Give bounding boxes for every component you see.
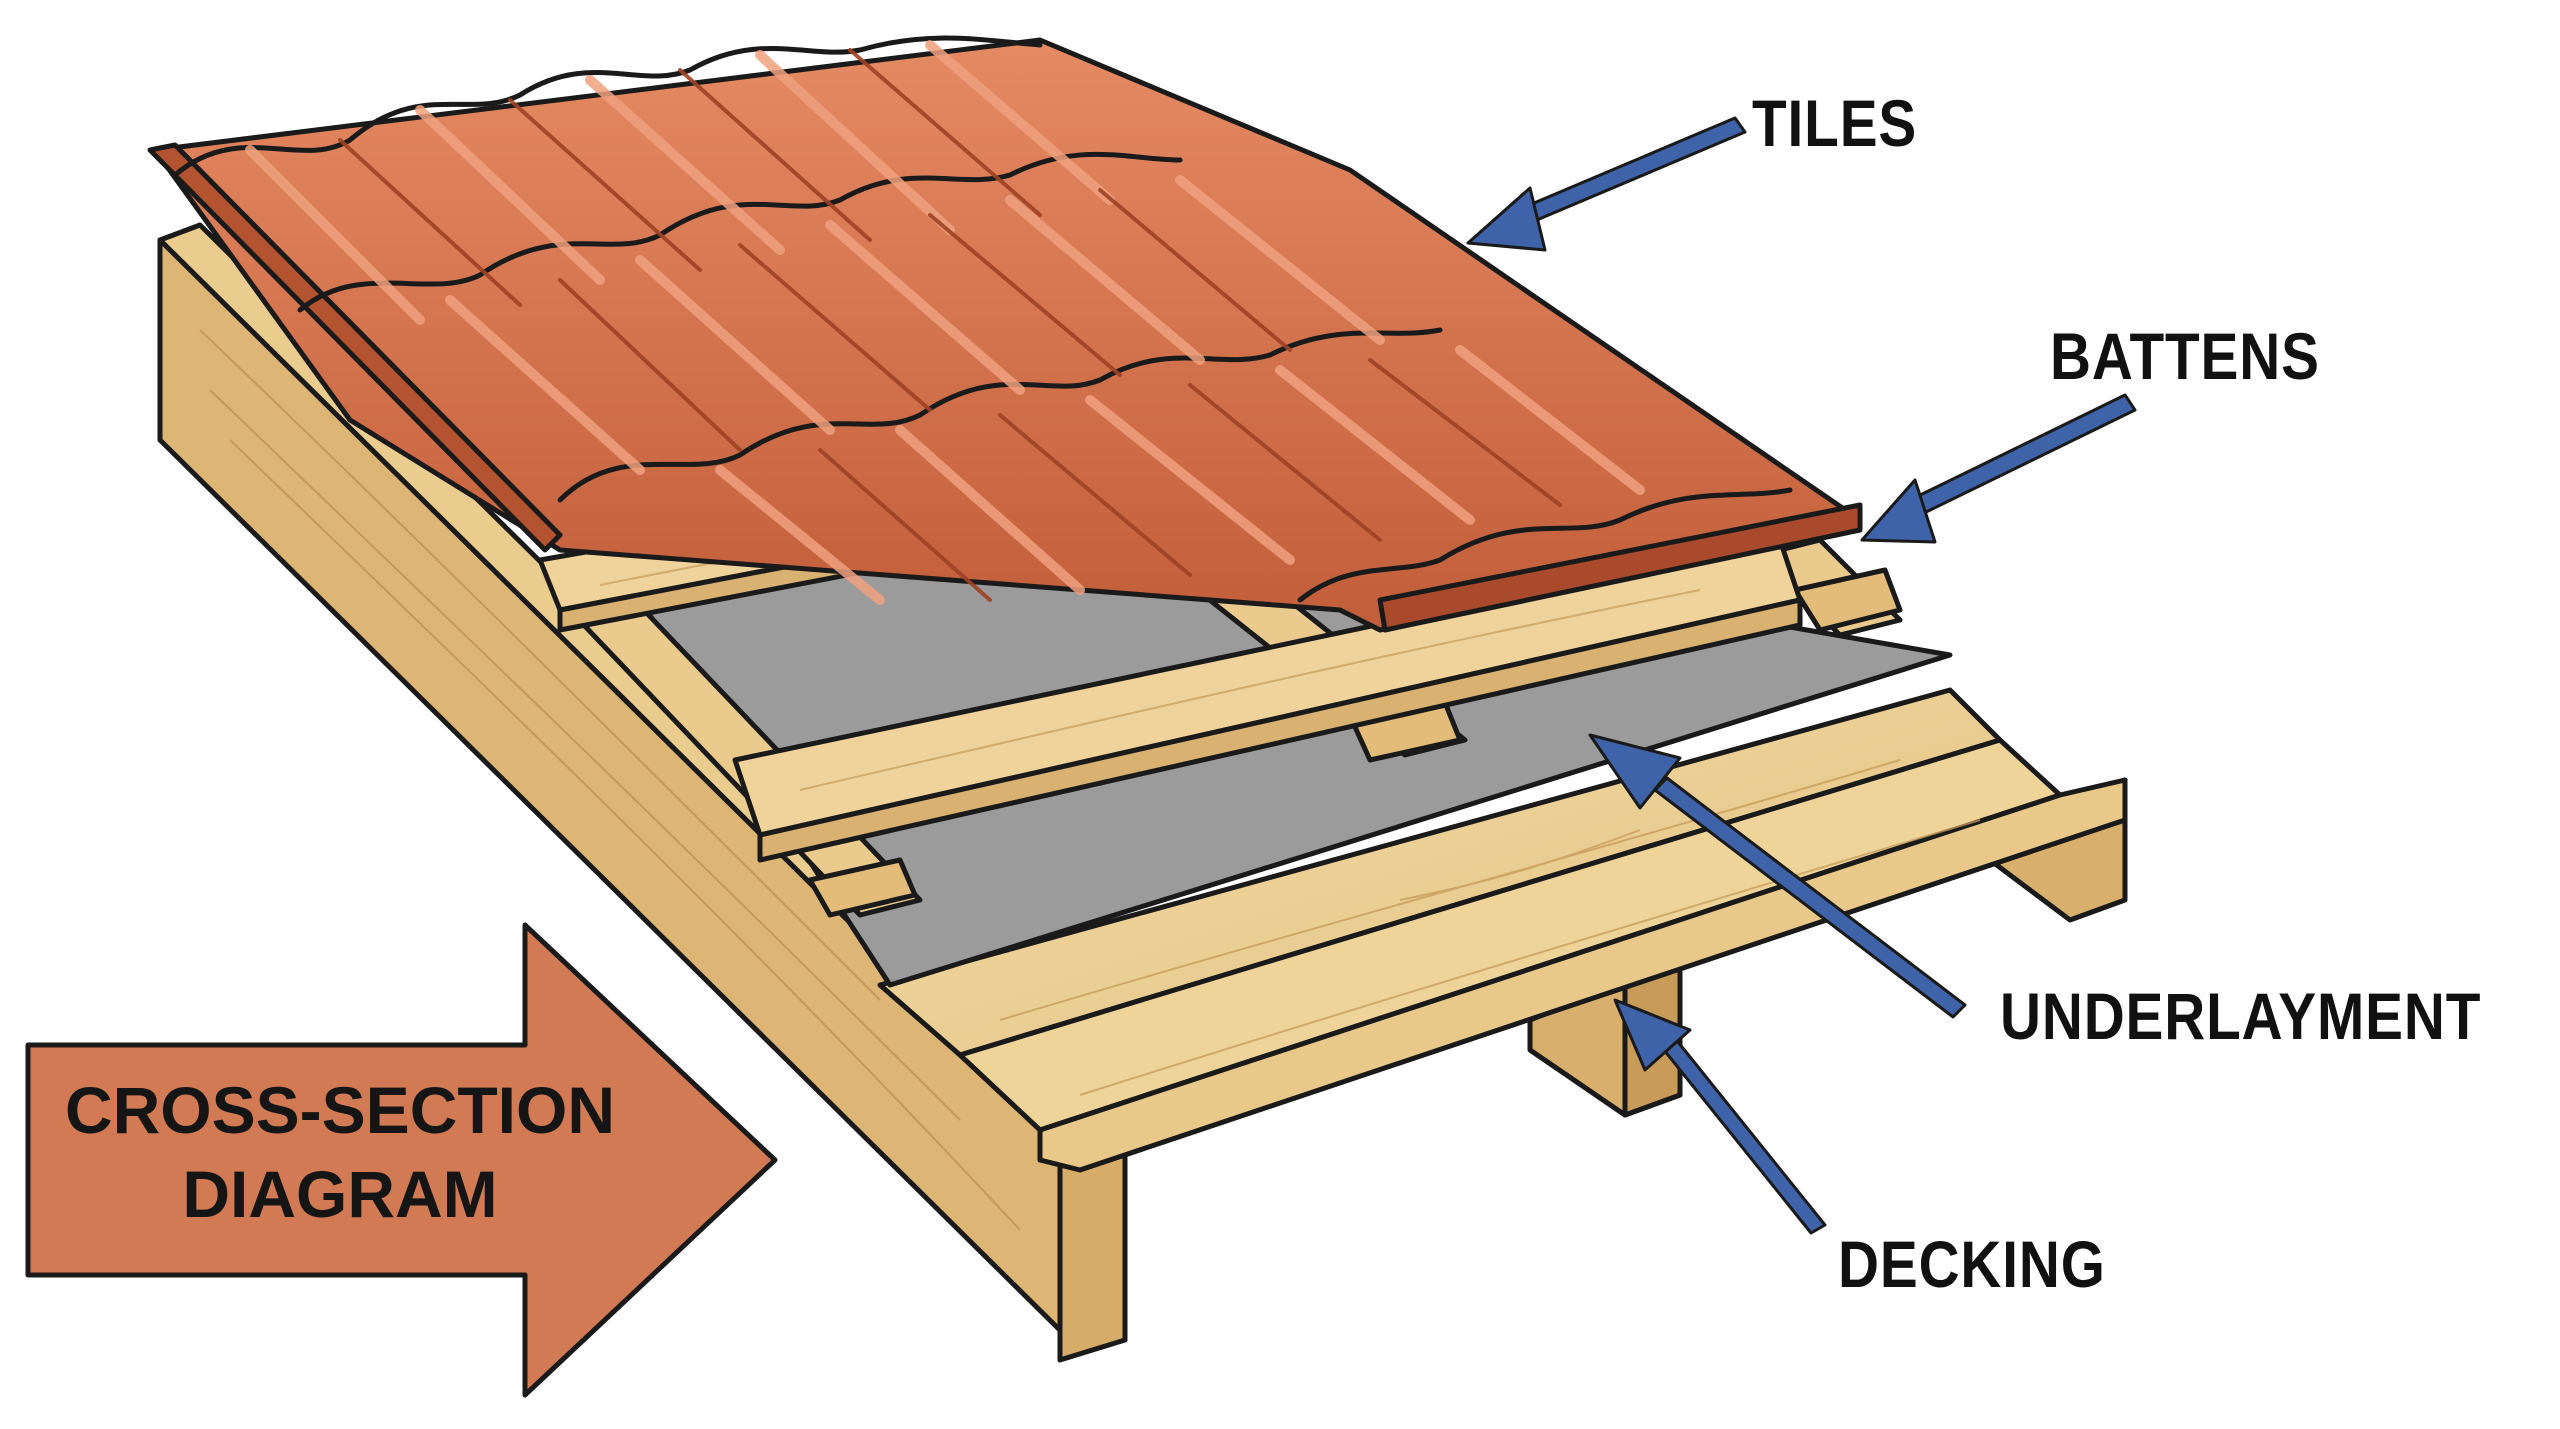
counter-batten-left-end xyxy=(807,857,918,918)
underlayment-label: UNDERLAYMENT xyxy=(2000,979,2482,1053)
tile-ridges xyxy=(245,40,1645,605)
batten-lower-front xyxy=(757,597,1803,863)
cross-section-banner-arrow xyxy=(25,922,778,1398)
banner-line-2: DIAGRAM xyxy=(182,1157,498,1231)
tile-grooves xyxy=(338,48,1562,602)
banner-title: CROSS-SECTION DIAGRAM xyxy=(40,1068,640,1236)
deck-board-3 xyxy=(1037,777,2128,1173)
tiles-label: TILES xyxy=(1752,86,1918,160)
banner-line-1: CROSS-SECTION xyxy=(64,1073,616,1147)
rafter-grain xyxy=(199,329,1021,1231)
tiles-arrow xyxy=(1466,116,1747,252)
callout-arrows xyxy=(1466,116,2137,1235)
tile-bottom-edge xyxy=(1377,502,1863,633)
battens-label: BATTENS xyxy=(2050,319,2320,393)
counter-batten-right-end xyxy=(1792,567,1903,633)
decking-grain xyxy=(999,759,1981,1096)
battens-arrow xyxy=(1860,393,2137,544)
tile-verge xyxy=(147,142,563,553)
underlayment-arrow xyxy=(1588,733,1967,1019)
decking-label: DECKING xyxy=(1838,1227,2106,1301)
decking-arrow xyxy=(1613,998,1827,1235)
decking-boards xyxy=(877,687,2128,1173)
